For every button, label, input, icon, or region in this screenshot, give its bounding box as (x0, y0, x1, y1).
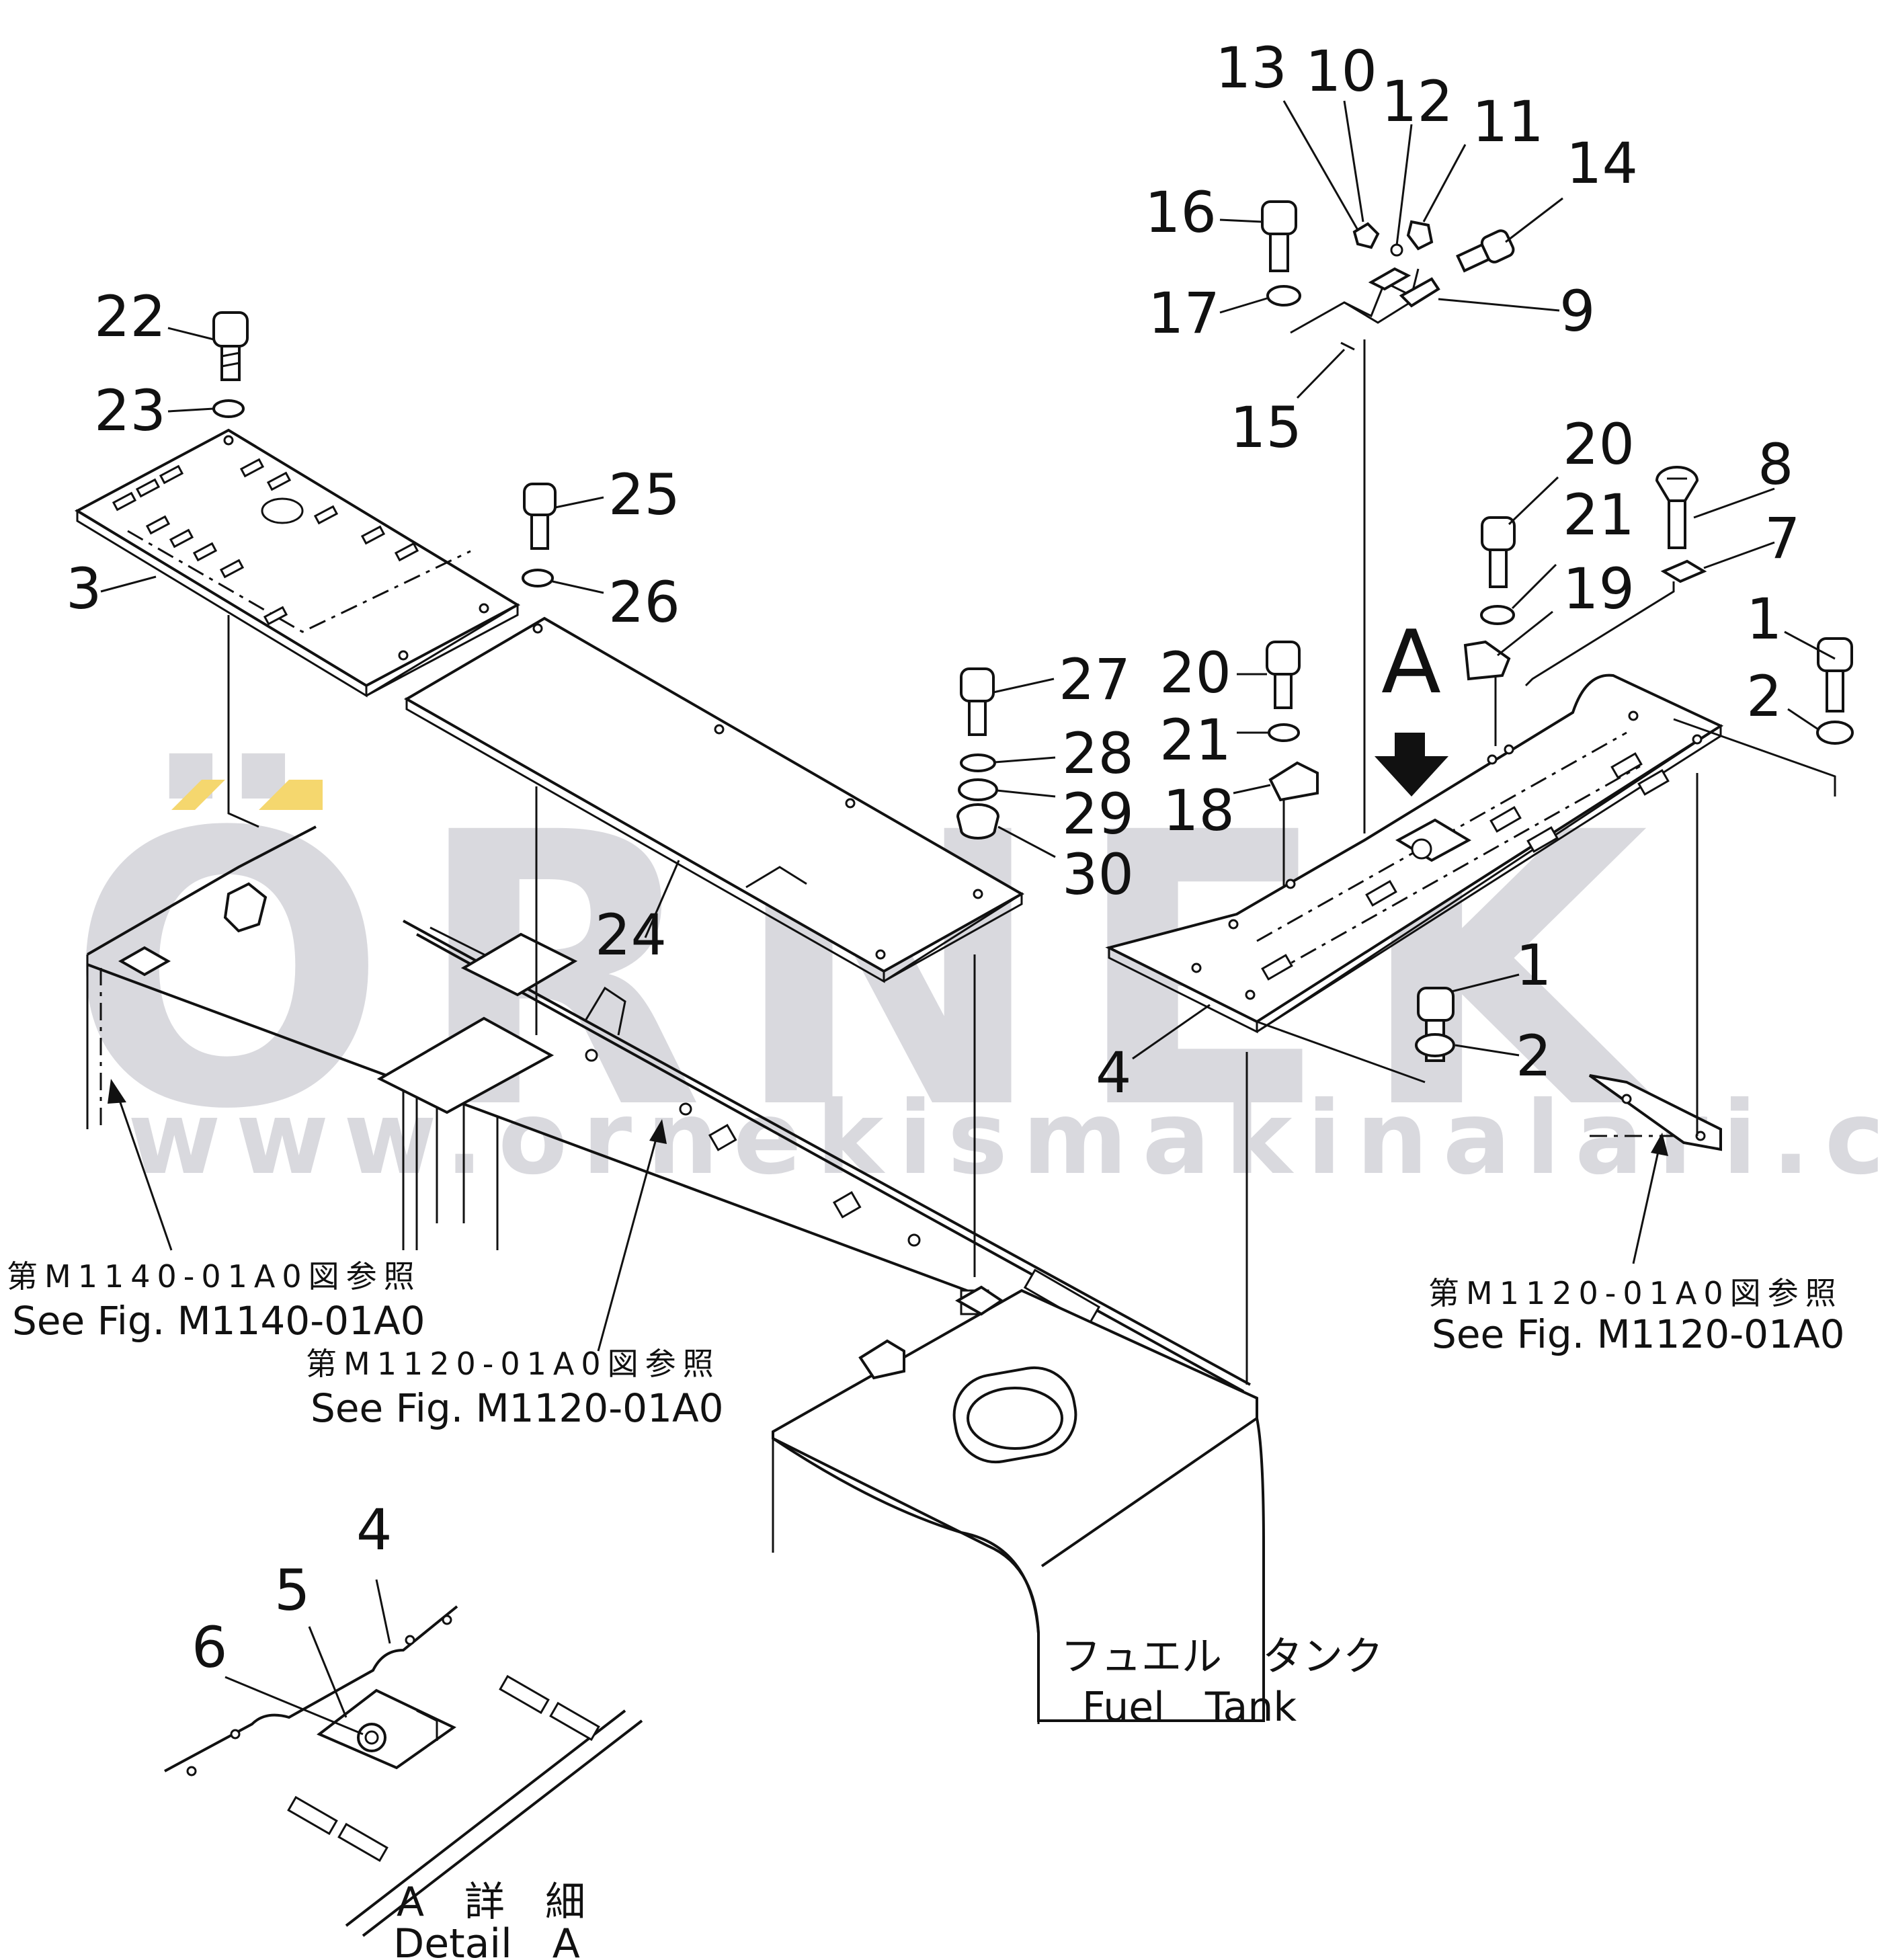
grommet-30 (956, 803, 1000, 840)
label-part-4: 4 (1096, 1040, 1131, 1106)
label-part-28: 28 (1062, 721, 1134, 786)
label-part-22: 22 (94, 284, 166, 350)
label-part-27: 27 (1059, 647, 1131, 712)
washer-26 (522, 569, 554, 587)
label-part-19: 19 (1563, 556, 1635, 622)
fuel-tank-en: Fuel Tank (1082, 1684, 1297, 1731)
label-part-17: 17 (1148, 280, 1220, 346)
fuel-tank-caption: フュエル タンク Fuel Tank (1061, 1633, 1383, 1731)
bracket-assembly-9 (1290, 220, 1440, 351)
label-part-16: 16 (1145, 179, 1217, 245)
fuel-tank (772, 1285, 1265, 1722)
reference-arrows (108, 1079, 1668, 1352)
label-part-20-upper: 20 (1563, 411, 1635, 477)
screw-8 (1655, 466, 1699, 549)
figure-references: 第M1140-01A0図参照 See Fig. M1140-01A0 第M112… (7, 1258, 1845, 1431)
label-part-5: 5 (274, 1557, 310, 1623)
ref-right-en: See Fig. M1120-01A0 (1432, 1311, 1845, 1357)
washer-21-center (1268, 723, 1300, 742)
label-part-24: 24 (595, 902, 667, 968)
alignment-lines (227, 339, 1699, 1385)
label-part-18: 18 (1163, 778, 1235, 844)
detail-A-en: Detail A (393, 1920, 580, 1960)
washer-29 (958, 778, 998, 801)
washer-2-lower (1415, 1033, 1455, 1057)
view-arrow-A: A (1375, 611, 1448, 797)
label-part-30: 30 (1062, 842, 1134, 907)
label-part-2-upper: 2 (1746, 663, 1782, 729)
part-12 (1390, 243, 1403, 257)
label-part-15: 15 (1230, 395, 1302, 460)
label-part-6: 6 (192, 1615, 227, 1680)
label-part-9: 9 (1559, 278, 1595, 344)
bolt-22 (212, 311, 249, 381)
clip-7 (1660, 559, 1707, 583)
part-15 (1340, 341, 1355, 351)
label-part-3: 3 (66, 556, 101, 622)
label-part-2-lower: 2 (1516, 1023, 1551, 1089)
upper-frame (86, 825, 1258, 1406)
floor-plate-4 (1105, 673, 1836, 1151)
part-number-labels: 22 23 3 25 26 24 27 28 29 30 20 21 18 20… (66, 35, 1800, 1680)
label-part-26: 26 (608, 569, 680, 635)
fasteners (212, 200, 1854, 1062)
label-part-1-upper: 1 (1746, 586, 1782, 652)
label-part-23: 23 (94, 378, 166, 444)
label-part-10: 10 (1305, 38, 1377, 104)
cover-plate-3 (74, 428, 521, 698)
label-part-25: 25 (608, 462, 680, 528)
bolt-1-upper (1817, 637, 1853, 712)
watermark-accent-left (171, 780, 225, 810)
watermark-accent-right (259, 780, 323, 810)
washer-2-upper (1816, 721, 1854, 745)
label-part-21-upper: 21 (1563, 482, 1635, 548)
washer-23 (212, 399, 245, 418)
label-part-8: 8 (1758, 432, 1793, 497)
label-part-21-center: 21 (1159, 707, 1231, 773)
label-part-11: 11 (1472, 89, 1544, 155)
label-part-12: 12 (1381, 69, 1453, 134)
washer-21-upper (1480, 605, 1515, 625)
bracket-19 (1463, 640, 1511, 681)
label-part-13: 13 (1215, 35, 1287, 101)
bolt-27 (960, 667, 995, 736)
leader-lines (100, 100, 1836, 1060)
bolt-16 (1261, 200, 1297, 272)
callout-letter-A: A (1381, 611, 1441, 713)
label-part-20-center: 20 (1159, 640, 1231, 706)
label-part-29: 29 (1062, 781, 1134, 847)
bolt-20-center (1266, 641, 1301, 709)
detail-A-ja: A 詳 細 (397, 1879, 585, 1926)
ref-left-ja: 第M1140-01A0図参照 (7, 1258, 421, 1295)
detail-A-view (164, 1579, 643, 1937)
label-part-1-lower: 1 (1516, 932, 1551, 998)
label-part-4-detail: 4 (356, 1497, 392, 1563)
label-part-7: 7 (1764, 505, 1800, 571)
ref-center-ja: 第M1120-01A0図参照 (306, 1346, 721, 1382)
clip-10 (1352, 222, 1380, 249)
ref-left-en: See Fig. M1140-01A0 (12, 1298, 425, 1344)
washer-17 (1266, 285, 1301, 307)
detail-A-caption: A 詳 細 Detail A (393, 1879, 585, 1960)
bolt-20-upper (1481, 516, 1516, 588)
bolt-14 (1456, 229, 1515, 273)
bolt-25 (523, 483, 557, 550)
ref-right-ja: 第M1120-01A0図参照 (1428, 1275, 1843, 1311)
ref-center-en: See Fig. M1120-01A0 (311, 1385, 724, 1431)
washer-28 (960, 753, 996, 772)
label-part-14: 14 (1566, 130, 1638, 196)
part-11 (1406, 220, 1434, 251)
plate-3-slots (112, 458, 419, 626)
fuel-tank-ja: フュエル タンク (1061, 1633, 1383, 1680)
bracket-18 (1268, 761, 1319, 802)
cover-plate-24 (404, 616, 1025, 983)
